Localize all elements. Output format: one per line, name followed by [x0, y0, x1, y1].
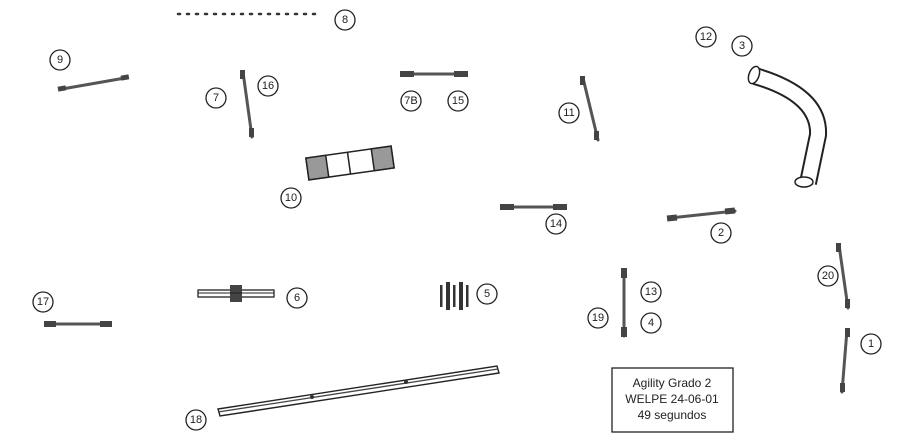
obstacle-1-jump — [840, 328, 850, 394]
obstacle-14-jump — [500, 204, 567, 210]
obstacle-7-16-jump — [240, 70, 254, 139]
obstacle-6-seesaw — [197, 285, 275, 302]
number-marker-16: 16 — [257, 75, 279, 97]
number-marker-6: 6 — [286, 287, 308, 309]
course-time: 49 segundos — [638, 408, 707, 422]
svg-text:13: 13 — [645, 286, 657, 298]
svg-text:19: 19 — [592, 312, 604, 324]
number-marker-19: 19 — [587, 307, 609, 329]
svg-text:20: 20 — [822, 270, 834, 282]
number-marker-1: 1 — [860, 333, 882, 355]
number-marker-7: 7 — [205, 87, 227, 109]
number-marker-8: 8 — [334, 9, 356, 31]
obstacle-3-tunnel — [747, 65, 828, 188]
svg-text:17: 17 — [37, 296, 49, 308]
svg-text:6: 6 — [294, 292, 300, 304]
svg-text:1: 1 — [868, 338, 874, 350]
number-marker-14: 14 — [545, 213, 567, 235]
svg-text:9: 9 — [57, 54, 63, 66]
number-marker-4: 4 — [640, 312, 662, 334]
number-marker-9: 9 — [49, 49, 71, 71]
number-marker-7b: 7B — [400, 90, 422, 112]
number-marker-17: 17 — [32, 291, 54, 313]
svg-text:15: 15 — [452, 95, 464, 107]
svg-text:7B: 7B — [404, 95, 417, 107]
obstacle-9-jump — [57, 74, 130, 92]
svg-text:12: 12 — [700, 31, 712, 43]
number-marker-5: 5 — [476, 283, 498, 305]
obstacle-5-weave-poles — [440, 282, 469, 310]
svg-text:10: 10 — [285, 192, 297, 204]
obstacle-11-jump — [580, 76, 600, 142]
svg-text:16: 16 — [262, 80, 274, 92]
number-marker-20: 20 — [817, 265, 839, 287]
svg-text:7: 7 — [213, 92, 219, 104]
number-marker-11: 11 — [558, 102, 580, 124]
svg-text:3: 3 — [739, 40, 745, 52]
number-marker-10: 10 — [280, 187, 302, 209]
obstacle-20-jump — [836, 243, 850, 310]
svg-text:18: 18 — [190, 414, 202, 426]
svg-text:2: 2 — [718, 227, 724, 239]
obstacle-13-19-4-jump — [621, 268, 627, 338]
svg-text:4: 4 — [648, 317, 654, 329]
course-code-date: WELPE 24-06-01 — [625, 392, 719, 406]
number-marker-12: 12 — [695, 26, 717, 48]
obstacle-17-jump — [44, 321, 112, 327]
number-marker-13: 13 — [640, 281, 662, 303]
svg-text:14: 14 — [550, 218, 562, 230]
number-marker-3: 3 — [731, 35, 753, 57]
obstacle-7b-15-jump — [400, 71, 468, 77]
svg-text:11: 11 — [563, 107, 574, 119]
number-marker-15: 15 — [447, 90, 469, 112]
course-title: Agility Grado 2 — [633, 376, 712, 390]
course-info-box: Agility Grado 2 WELPE 24-06-01 49 segund… — [611, 367, 734, 433]
obstacle-10-chute — [305, 145, 395, 181]
svg-text:8: 8 — [342, 14, 348, 26]
obstacle-2-jump — [666, 207, 737, 222]
number-marker-18: 18 — [185, 409, 207, 431]
number-marker-2: 2 — [710, 222, 732, 244]
svg-text:5: 5 — [484, 288, 490, 300]
obstacle-18-dogwalk — [217, 365, 500, 417]
